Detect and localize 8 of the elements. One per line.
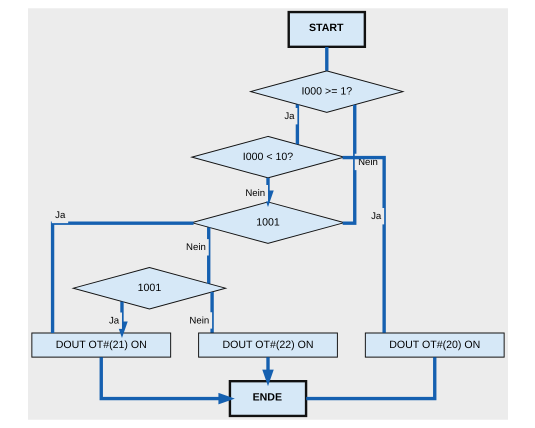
edge-label: Ja [108, 316, 119, 327]
edge-label: Nein [244, 188, 265, 200]
edge-label: Nein [186, 242, 206, 254]
edge-label: Nein [358, 156, 378, 168]
edge-label: Ja [54, 210, 65, 221]
edge-label: Nein [188, 315, 209, 326]
edge-label: Ja [370, 211, 381, 222]
edge-label: Ja [284, 111, 294, 122]
